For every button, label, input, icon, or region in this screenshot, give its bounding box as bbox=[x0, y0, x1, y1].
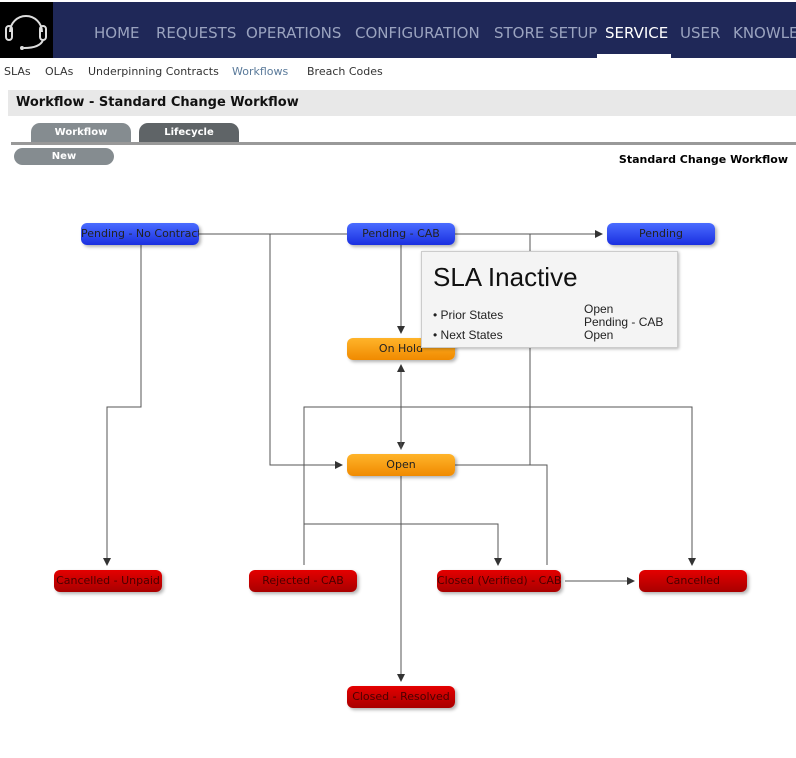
state-closed-verified-cab[interactable]: Closed (Verified) - CAB bbox=[437, 570, 561, 592]
state-pending-no-contract[interactable]: Pending - No Contract bbox=[81, 223, 199, 245]
tab-divider bbox=[11, 142, 796, 145]
subnav-breach-codes[interactable]: Breach Codes bbox=[307, 65, 383, 78]
nav-requests[interactable]: REQUESTS bbox=[156, 24, 237, 42]
nav-operations[interactable]: OPERATIONS bbox=[246, 24, 342, 42]
top-navigation-bar: HOME REQUESTS OPERATIONS CONFIGURATION S… bbox=[0, 2, 796, 58]
state-cancelled[interactable]: Cancelled bbox=[639, 570, 747, 592]
subnav-underpinning-contracts[interactable]: Underpinning Contracts bbox=[88, 65, 219, 78]
sub-navigation: SLAs OLAs Underpinning Contracts Workflo… bbox=[0, 62, 796, 82]
workflow-name: Standard Change Workflow bbox=[618, 153, 788, 166]
nav-configuration[interactable]: CONFIGURATION bbox=[355, 24, 480, 42]
tooltip-title: SLA Inactive bbox=[433, 262, 578, 292]
tab-workflow[interactable]: Workflow bbox=[31, 123, 131, 142]
state-rejected-cab[interactable]: Rejected - CAB bbox=[249, 570, 357, 592]
nav-user[interactable]: USER bbox=[680, 24, 721, 42]
subnav-slas[interactable]: SLAs bbox=[4, 65, 31, 78]
nav-knowledge[interactable]: KNOWLE bbox=[733, 24, 796, 42]
next-states-label: • Next States bbox=[433, 328, 503, 342]
prior-state-value: Open bbox=[584, 302, 614, 316]
nav-store-setup[interactable]: STORE SETUP bbox=[494, 24, 598, 42]
subnav-workflows[interactable]: Workflows bbox=[232, 65, 289, 78]
nav-home[interactable]: HOME bbox=[94, 24, 140, 42]
state-closed-resolved[interactable]: Closed - Resolved bbox=[347, 686, 455, 708]
state-pending[interactable]: Pending bbox=[607, 223, 715, 245]
nav-service[interactable]: SERVICE bbox=[605, 24, 669, 42]
page-title-bar: Workflow - Standard Change Workflow bbox=[8, 90, 796, 116]
tab-lifecycle[interactable]: Lifecycle bbox=[139, 123, 239, 142]
state-pending-cab[interactable]: Pending - CAB bbox=[347, 223, 455, 245]
headset-logo-icon[interactable] bbox=[0, 2, 53, 58]
prior-states-label: • Prior States bbox=[433, 308, 504, 322]
prior-state-value: Pending - CAB bbox=[584, 315, 664, 329]
active-nav-indicator bbox=[597, 54, 671, 58]
state-open[interactable]: Open bbox=[347, 454, 455, 476]
subnav-olas[interactable]: OLAs bbox=[45, 65, 74, 78]
state-cancelled-unpaid[interactable]: Cancelled - Unpaid bbox=[54, 570, 162, 592]
state-tooltip: SLA Inactive • Prior States • Next State… bbox=[421, 251, 678, 348]
page-title: Workflow - Standard Change Workflow bbox=[16, 95, 299, 110]
next-state-value: Open bbox=[584, 328, 614, 342]
new-button[interactable]: New bbox=[14, 148, 114, 165]
